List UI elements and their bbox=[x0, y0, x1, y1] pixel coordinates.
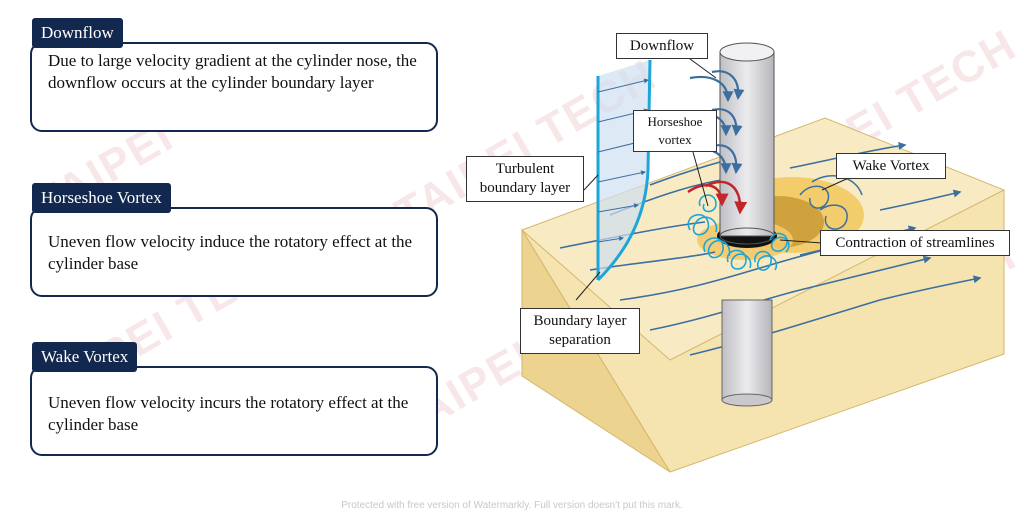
downflow-panel-title: Downflow bbox=[32, 18, 123, 48]
callout-wake-vortex: Wake Vortex bbox=[836, 153, 946, 179]
cylinder-pier bbox=[719, 51, 775, 237]
callout-horseshoe-vortex: Horseshoe vortex bbox=[633, 110, 717, 152]
callout-downflow: Downflow bbox=[616, 33, 708, 59]
horseshoe-vortex-panel-title: Horseshoe Vortex bbox=[32, 183, 171, 213]
callout-leaders bbox=[575, 55, 854, 301]
wake-vortex-panel-title: Wake Vortex bbox=[32, 342, 138, 372]
wake-vortex-panel-text: Uneven flow velocity incurs the rotatory… bbox=[30, 366, 438, 456]
red-downflow-arrows bbox=[687, 180, 748, 215]
callout-contraction-of-streamlines: Contraction of streamlines bbox=[820, 230, 1010, 256]
callout-turbulent-boundary-layer: Turbulent boundary layer bbox=[466, 156, 584, 202]
callout-boundary-layer-separation: Boundary layer separation bbox=[520, 308, 640, 354]
cylinder-buried bbox=[721, 299, 773, 401]
downflow-panel-text: Due to large velocity gradient at the cy… bbox=[30, 42, 438, 132]
watermark-footer-note: Protected with free version of Watermark… bbox=[341, 500, 683, 511]
horseshoe-vortex-panel-text: Uneven flow velocity induce the rotatory… bbox=[30, 207, 438, 297]
